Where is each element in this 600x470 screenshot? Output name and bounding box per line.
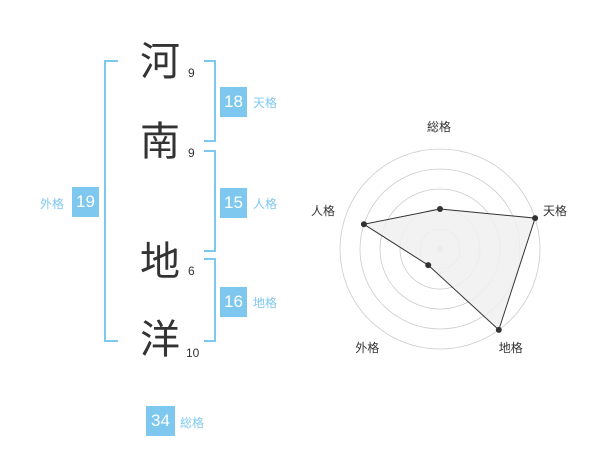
chikaku-bracket — [204, 258, 216, 342]
stroke-count-1: 9 — [188, 66, 195, 80]
radar-point-1 — [437, 206, 443, 212]
soukaku-value: 34 — [146, 406, 175, 436]
stroke-count-2: 9 — [188, 146, 195, 160]
radar-series-polygon — [362, 208, 536, 331]
tenkaku-bracket — [204, 60, 216, 142]
stroke-count-4: 10 — [186, 346, 200, 360]
radar-axis-label-2: 天格 — [543, 204, 568, 219]
tenkaku-label: 天格 — [253, 96, 278, 110]
soukaku-label: 総格 — [180, 416, 205, 430]
radar-grid-ring — [339, 148, 541, 350]
radar-axis-label-3: 地格 — [498, 340, 523, 355]
jinkaku-bracket — [204, 150, 216, 252]
radar-axis-label-4: 外格 — [355, 340, 380, 355]
gaikaku-value: 19 — [72, 187, 99, 217]
tenkaku-value: 18 — [220, 87, 247, 117]
name-char-1: 河 — [140, 39, 180, 85]
gaikaku-label: 外格 — [40, 197, 65, 211]
radar-point-2 — [532, 215, 539, 222]
name-char-4: 洋 — [140, 317, 180, 363]
stroke-count-3: 6 — [188, 264, 195, 278]
radar-point-3 — [495, 326, 502, 333]
gaikaku-bracket — [104, 60, 118, 342]
radar-point-5 — [360, 221, 367, 228]
radar-axis-label-1: 総格 — [427, 120, 452, 134]
name-char-2: 南 — [140, 119, 180, 165]
radar-point-4 — [425, 262, 432, 269]
chikaku-value: 16 — [220, 287, 247, 317]
chikaku-label: 地格 — [253, 296, 278, 310]
name-char-3: 地 — [140, 239, 180, 285]
jinkaku-label: 人格 — [253, 197, 278, 211]
jinkaku-value: 15 — [220, 188, 247, 218]
radar-axis-label-5: 人格 — [310, 204, 335, 219]
